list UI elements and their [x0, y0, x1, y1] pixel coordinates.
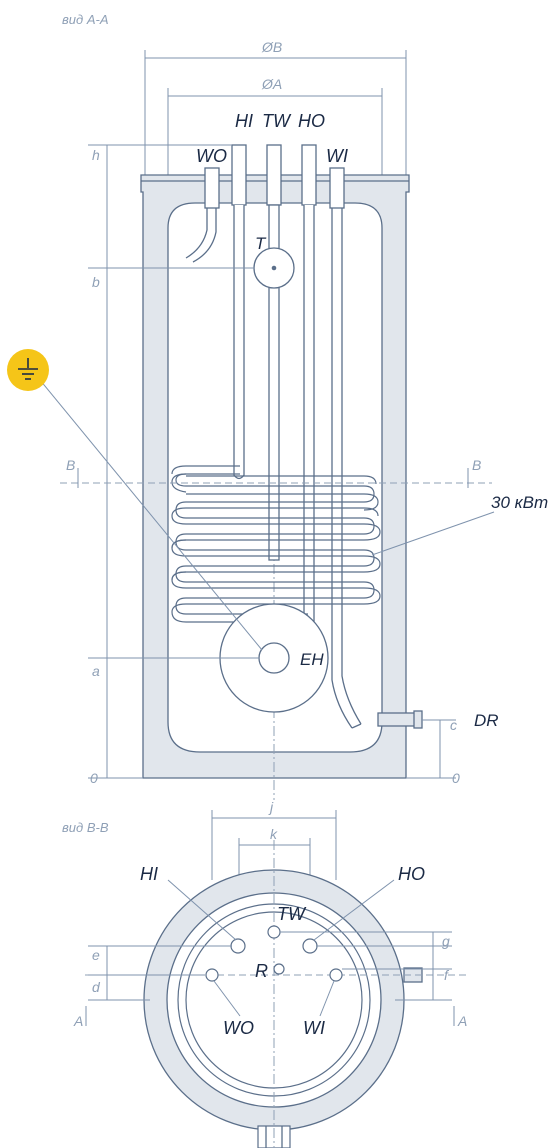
svg-text:0: 0 — [452, 770, 460, 786]
svg-text:f: f — [444, 967, 450, 983]
ground-icon — [7, 349, 263, 651]
svg-text:c: c — [450, 717, 457, 733]
view-bb-title: вид В-В — [62, 820, 109, 835]
label-wo-top: WO — [196, 146, 227, 166]
offset-dimensions-right: g f — [280, 931, 452, 1001]
height-dimensions: h b a 0 — [88, 144, 259, 786]
leader-wi — [319, 980, 335, 1017]
label-power: 30 кВт — [491, 493, 548, 512]
view-aa-title: вид А-А — [62, 12, 108, 27]
sensor-t: T — [253, 234, 295, 289]
svg-text:a: a — [92, 663, 100, 679]
label-tw-bottom: TW — [277, 904, 307, 924]
svg-text:B: B — [472, 457, 481, 473]
section-markers-aa: A A — [73, 1006, 467, 1029]
power-callout: 30 кВт — [371, 493, 548, 556]
label-wi-bottom: WI — [303, 1018, 325, 1038]
label-t: T — [255, 234, 267, 253]
label-hi-bottom: HI — [140, 864, 158, 884]
label-tw-top: TW — [262, 111, 292, 131]
heating-coil — [171, 465, 381, 623]
svg-text:ØB: ØB — [261, 39, 282, 55]
section-line-bb: B B — [60, 457, 492, 488]
leader-ho — [313, 879, 395, 941]
svg-text:B: B — [66, 457, 75, 473]
leader-wo — [213, 980, 241, 1017]
label-ho-bottom: HO — [398, 864, 425, 884]
svg-text:d: d — [92, 979, 101, 995]
connection-points — [205, 925, 343, 982]
label-eh: EH — [300, 650, 324, 669]
svg-text:h: h — [92, 147, 100, 163]
svg-text:k: k — [270, 826, 278, 842]
svg-text:A: A — [73, 1013, 83, 1029]
label-r: R — [255, 961, 268, 981]
svg-text:g: g — [442, 933, 450, 949]
leader-hi — [167, 879, 237, 941]
top-pipes — [185, 144, 362, 729]
label-dr: DR — [474, 711, 499, 730]
svg-text:e: e — [92, 947, 100, 963]
label-ho-top: HO — [298, 111, 325, 131]
label-wi-top: WI — [326, 146, 348, 166]
label-wo-bottom: WO — [223, 1018, 254, 1038]
svg-text:A: A — [457, 1013, 467, 1029]
dimension-j: j — [211, 799, 337, 880]
svg-text:ØA: ØA — [261, 76, 282, 92]
svg-text:j: j — [268, 799, 274, 815]
svg-text:0: 0 — [90, 770, 98, 786]
dimension-diameter-b: ØB — [144, 39, 407, 178]
svg-text:b: b — [92, 274, 100, 290]
label-hi-top: HI — [235, 111, 253, 131]
offset-dimensions-left: e d — [88, 945, 232, 1001]
drain-fitting: DR — [377, 710, 499, 730]
drain-height-dimension: c 0 — [406, 717, 460, 786]
